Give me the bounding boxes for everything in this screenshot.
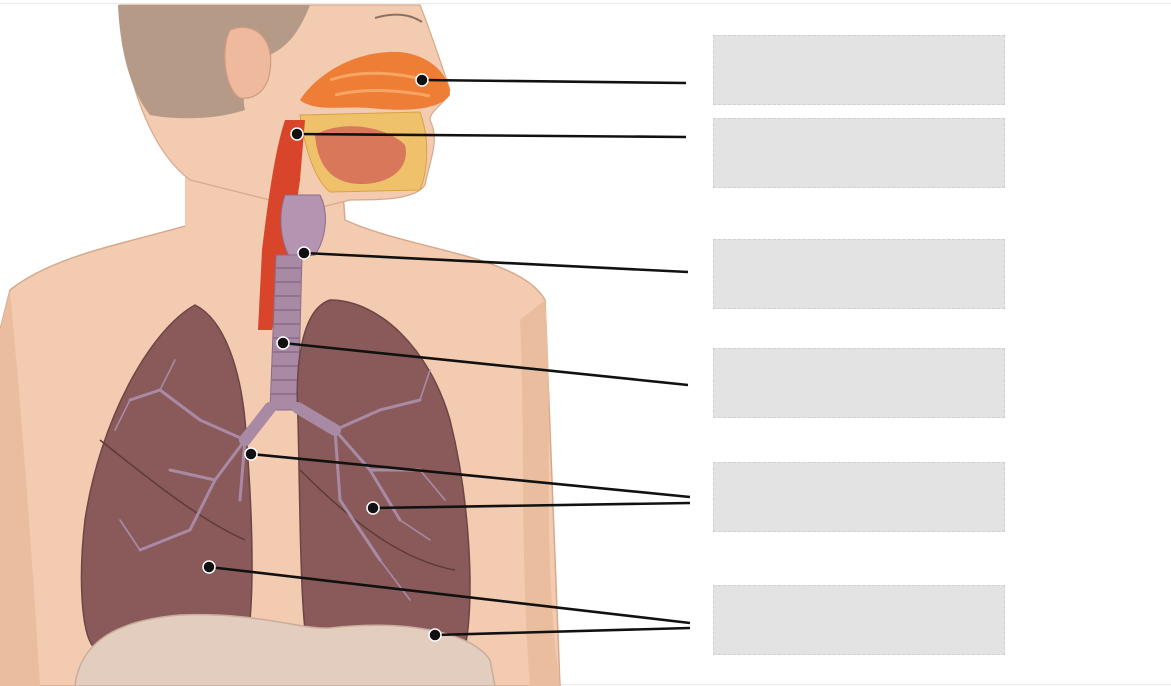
leader-dot <box>298 247 310 259</box>
label-drop-zone-pharynx[interactable] <box>713 118 1005 188</box>
leader-dot <box>277 337 289 349</box>
leader-dot <box>367 502 379 514</box>
leader-dot <box>203 561 215 573</box>
label-drop-zone-trachea[interactable] <box>713 348 1005 418</box>
label-drop-zone-bronchi[interactable] <box>713 462 1005 532</box>
leader-line-nasal <box>422 80 686 83</box>
leader-dot <box>245 448 257 460</box>
ear <box>225 27 271 98</box>
leader-dot <box>429 629 441 641</box>
leader-dot <box>416 74 428 86</box>
label-drop-zone-nasal-cavity[interactable] <box>713 35 1005 105</box>
leader-dot <box>291 128 303 140</box>
label-drop-zone-lungs[interactable] <box>713 585 1005 655</box>
label-drop-zone-larynx[interactable] <box>713 239 1005 309</box>
